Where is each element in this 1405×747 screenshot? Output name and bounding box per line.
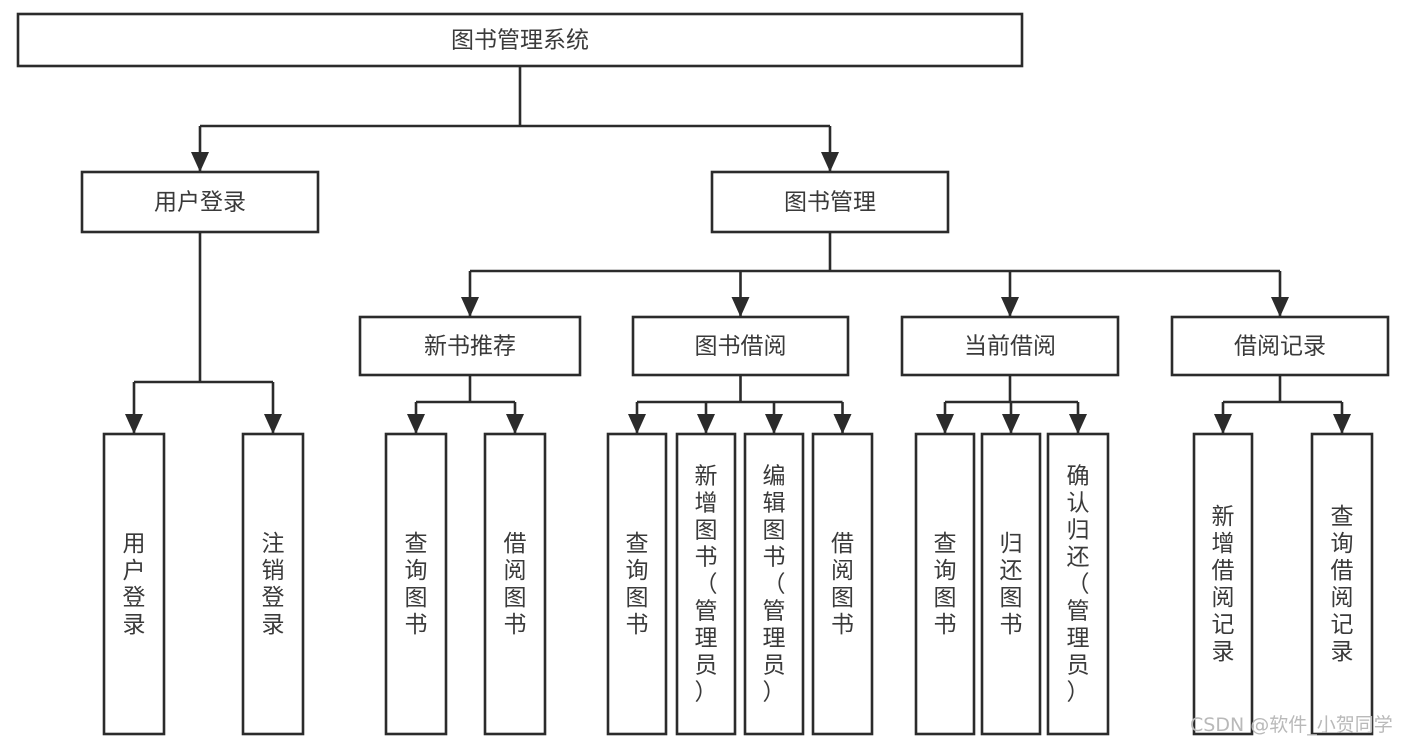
node-box-leaf-borrow-book-recommend (483, 432, 547, 736)
arrow-head-icon (628, 414, 646, 434)
arrow-head-icon (407, 414, 425, 434)
arrow-head-icon (833, 414, 852, 434)
node-label-book-borrow: 图书借阅 (695, 334, 787, 360)
arrow-head-icon (506, 414, 524, 434)
node-leaf-query-book-current[interactable]: 查询图书 (914, 432, 976, 736)
watermark-label: CSDN @软件_小贺同学 (1190, 714, 1393, 736)
node-book-management[interactable]: 图书管理 (710, 170, 950, 234)
node-box-book-borrow (631, 315, 850, 377)
node-label-leaf-borrow-book-recommend: 借阅图书 (504, 531, 527, 638)
node-leaf-confirm-return-admin[interactable]: 确认归还（管理员） (1046, 432, 1110, 736)
node-leaf-borrow-book[interactable]: 借阅图书 (811, 432, 874, 736)
node-leaf-query-book-borrow[interactable]: 查询图书 (606, 432, 668, 736)
node-box-leaf-return-book (980, 432, 1042, 736)
nodes-layer: 图书管理系统用户登录图书管理新书推荐图书借阅当前借阅借阅记录用户登录注销登录查询… (16, 12, 1390, 736)
node-label-leaf-add-borrow-record: 新增借阅记录 (1212, 504, 1235, 665)
node-box-leaf-user-logout (241, 432, 305, 736)
node-leaf-user-logout[interactable]: 注销登录 (241, 432, 305, 736)
node-label-leaf-query-book-current: 查询图书 (934, 531, 957, 638)
node-box-leaf-query-book-borrow (606, 432, 668, 736)
node-label-leaf-query-borrow-record: 查询借阅记录 (1331, 504, 1354, 665)
arrow-head-icon (936, 414, 954, 434)
node-leaf-borrow-book-recommend[interactable]: 借阅图书 (483, 432, 547, 736)
node-label-borrow-record: 借阅记录 (1234, 334, 1326, 360)
node-label-leaf-return-book: 归还图书 (1000, 531, 1023, 638)
node-label-leaf-user-login: 用户登录 (123, 531, 146, 638)
node-label-new-book-recommend: 新书推荐 (424, 334, 516, 360)
node-box-leaf-query-book-recommend (384, 432, 448, 736)
node-leaf-query-borrow-record[interactable]: 查询借阅记录 (1310, 432, 1374, 736)
arrow-head-icon (264, 414, 282, 434)
connectors-layer (125, 66, 1351, 434)
node-borrow-record[interactable]: 借阅记录 (1170, 315, 1390, 377)
node-box-borrow-record (1170, 315, 1390, 377)
arrow-head-icon (461, 297, 479, 317)
node-label-leaf-add-book-admin: 新增图书（管理员） (695, 464, 718, 706)
node-label-leaf-borrow-book: 借阅图书 (831, 531, 854, 638)
arrow-head-icon (731, 297, 750, 317)
arrow-head-icon (125, 414, 143, 434)
node-box-book-management (710, 170, 950, 234)
node-leaf-edit-book-admin[interactable]: 编辑图书（管理员） (743, 432, 805, 736)
arrow-head-icon (1271, 297, 1289, 317)
node-box-leaf-edit-book-admin (743, 432, 805, 736)
node-leaf-return-book[interactable]: 归还图书 (980, 432, 1042, 736)
arrow-head-icon (1333, 414, 1351, 434)
arrow-head-icon (821, 152, 839, 172)
node-box-new-book-recommend (358, 315, 582, 377)
arrow-head-icon (1214, 414, 1232, 434)
arrow-head-icon (1001, 297, 1019, 317)
node-label-book-management: 图书管理 (784, 190, 876, 216)
node-label-leaf-user-logout: 注销登录 (262, 531, 285, 638)
node-label-root: 图书管理系统 (451, 28, 589, 54)
node-leaf-user-login[interactable]: 用户登录 (102, 432, 166, 736)
node-root[interactable]: 图书管理系统 (16, 12, 1024, 68)
node-user-login[interactable]: 用户登录 (80, 170, 320, 234)
node-label-leaf-edit-book-admin: 编辑图书（管理员） (763, 464, 786, 706)
arrow-head-icon (1069, 414, 1087, 434)
node-label-user-login: 用户登录 (154, 190, 246, 216)
node-current-borrow[interactable]: 当前借阅 (900, 315, 1120, 377)
node-box-user-login (80, 170, 320, 234)
node-label-leaf-confirm-return-admin: 确认归还（管理员） (1067, 464, 1090, 706)
node-new-book-recommend[interactable]: 新书推荐 (358, 315, 582, 377)
arrow-head-icon (697, 414, 715, 434)
node-leaf-add-borrow-record[interactable]: 新增借阅记录 (1192, 432, 1254, 736)
node-box-leaf-confirm-return-admin (1046, 432, 1110, 736)
arrow-head-icon (191, 152, 209, 172)
node-box-leaf-add-borrow-record (1192, 432, 1254, 736)
node-box-leaf-borrow-book (811, 432, 874, 736)
node-book-borrow[interactable]: 图书借阅 (631, 315, 850, 377)
node-label-leaf-query-book-recommend: 查询图书 (405, 531, 428, 638)
node-box-leaf-user-login (102, 432, 166, 736)
node-box-root (16, 12, 1024, 68)
node-box-leaf-add-book-admin (675, 432, 737, 736)
node-box-leaf-query-book-current (914, 432, 976, 736)
node-leaf-query-book-recommend[interactable]: 查询图书 (384, 432, 448, 736)
arrow-head-icon (1002, 414, 1020, 434)
arrow-head-icon (765, 414, 783, 434)
node-label-current-borrow: 当前借阅 (964, 334, 1056, 360)
node-leaf-add-book-admin[interactable]: 新增图书（管理员） (675, 432, 737, 736)
node-label-leaf-query-book-borrow: 查询图书 (626, 531, 649, 638)
node-box-leaf-query-borrow-record (1310, 432, 1374, 736)
node-box-current-borrow (900, 315, 1120, 377)
